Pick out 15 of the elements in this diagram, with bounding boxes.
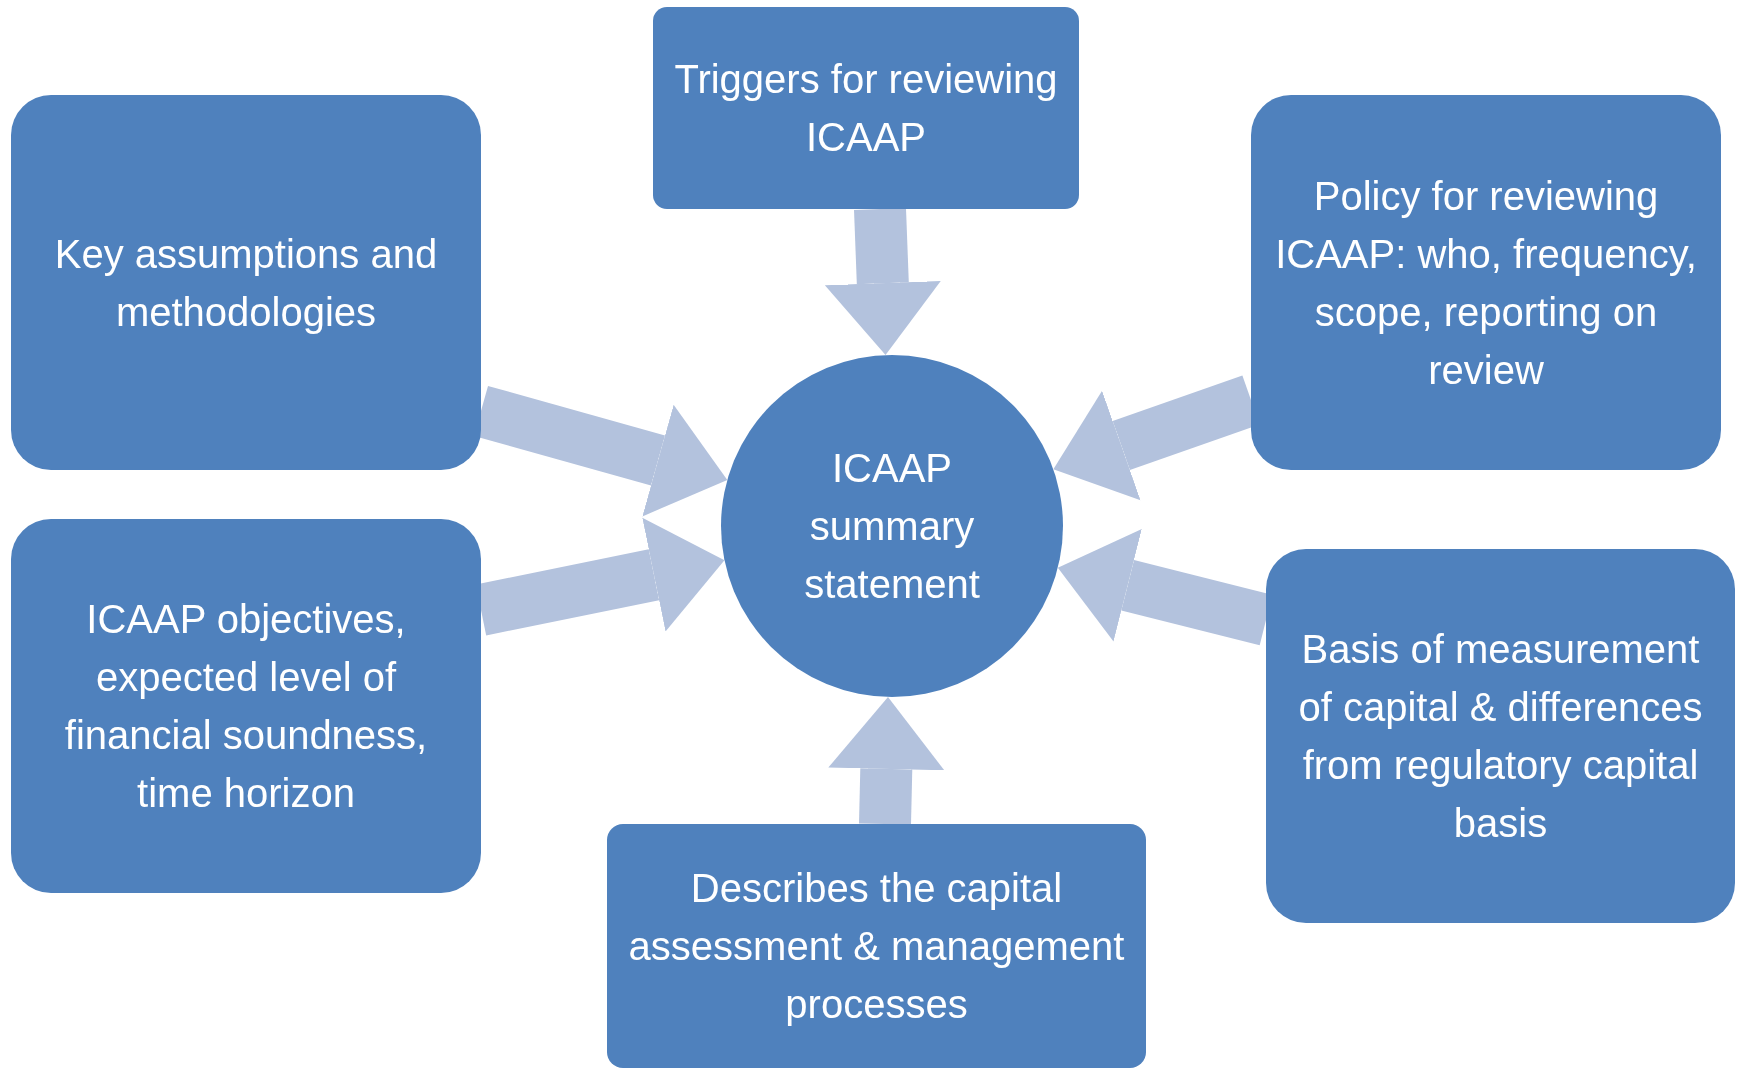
block-arrow <box>824 208 941 356</box>
node-text: Describes the capital assessment & management processes <box>627 865 1126 1028</box>
topic-box <box>11 519 481 893</box>
node-text: Triggers for reviewing ICAAP <box>673 56 1059 161</box>
node-text: ICAAP summary statement <box>803 445 981 608</box>
topic-box <box>607 824 1146 1068</box>
node-text: Key assumptions and methodologies <box>53 230 439 336</box>
node-text: ICAAP objectives, expected level of financial soundness, time horizon <box>63 596 429 817</box>
node-text: Basis of measurement of capital & differences from regulatory capital basis <box>1297 626 1704 847</box>
node-text: Policy for reviewing ICAAP: who, frequency, scope, reporting on review <box>1274 172 1698 394</box>
block-arrow <box>828 696 945 825</box>
topic-box <box>11 95 481 470</box>
topic-box <box>1251 95 1721 470</box>
topic-box <box>653 7 1079 209</box>
topic-box <box>1266 549 1735 923</box>
